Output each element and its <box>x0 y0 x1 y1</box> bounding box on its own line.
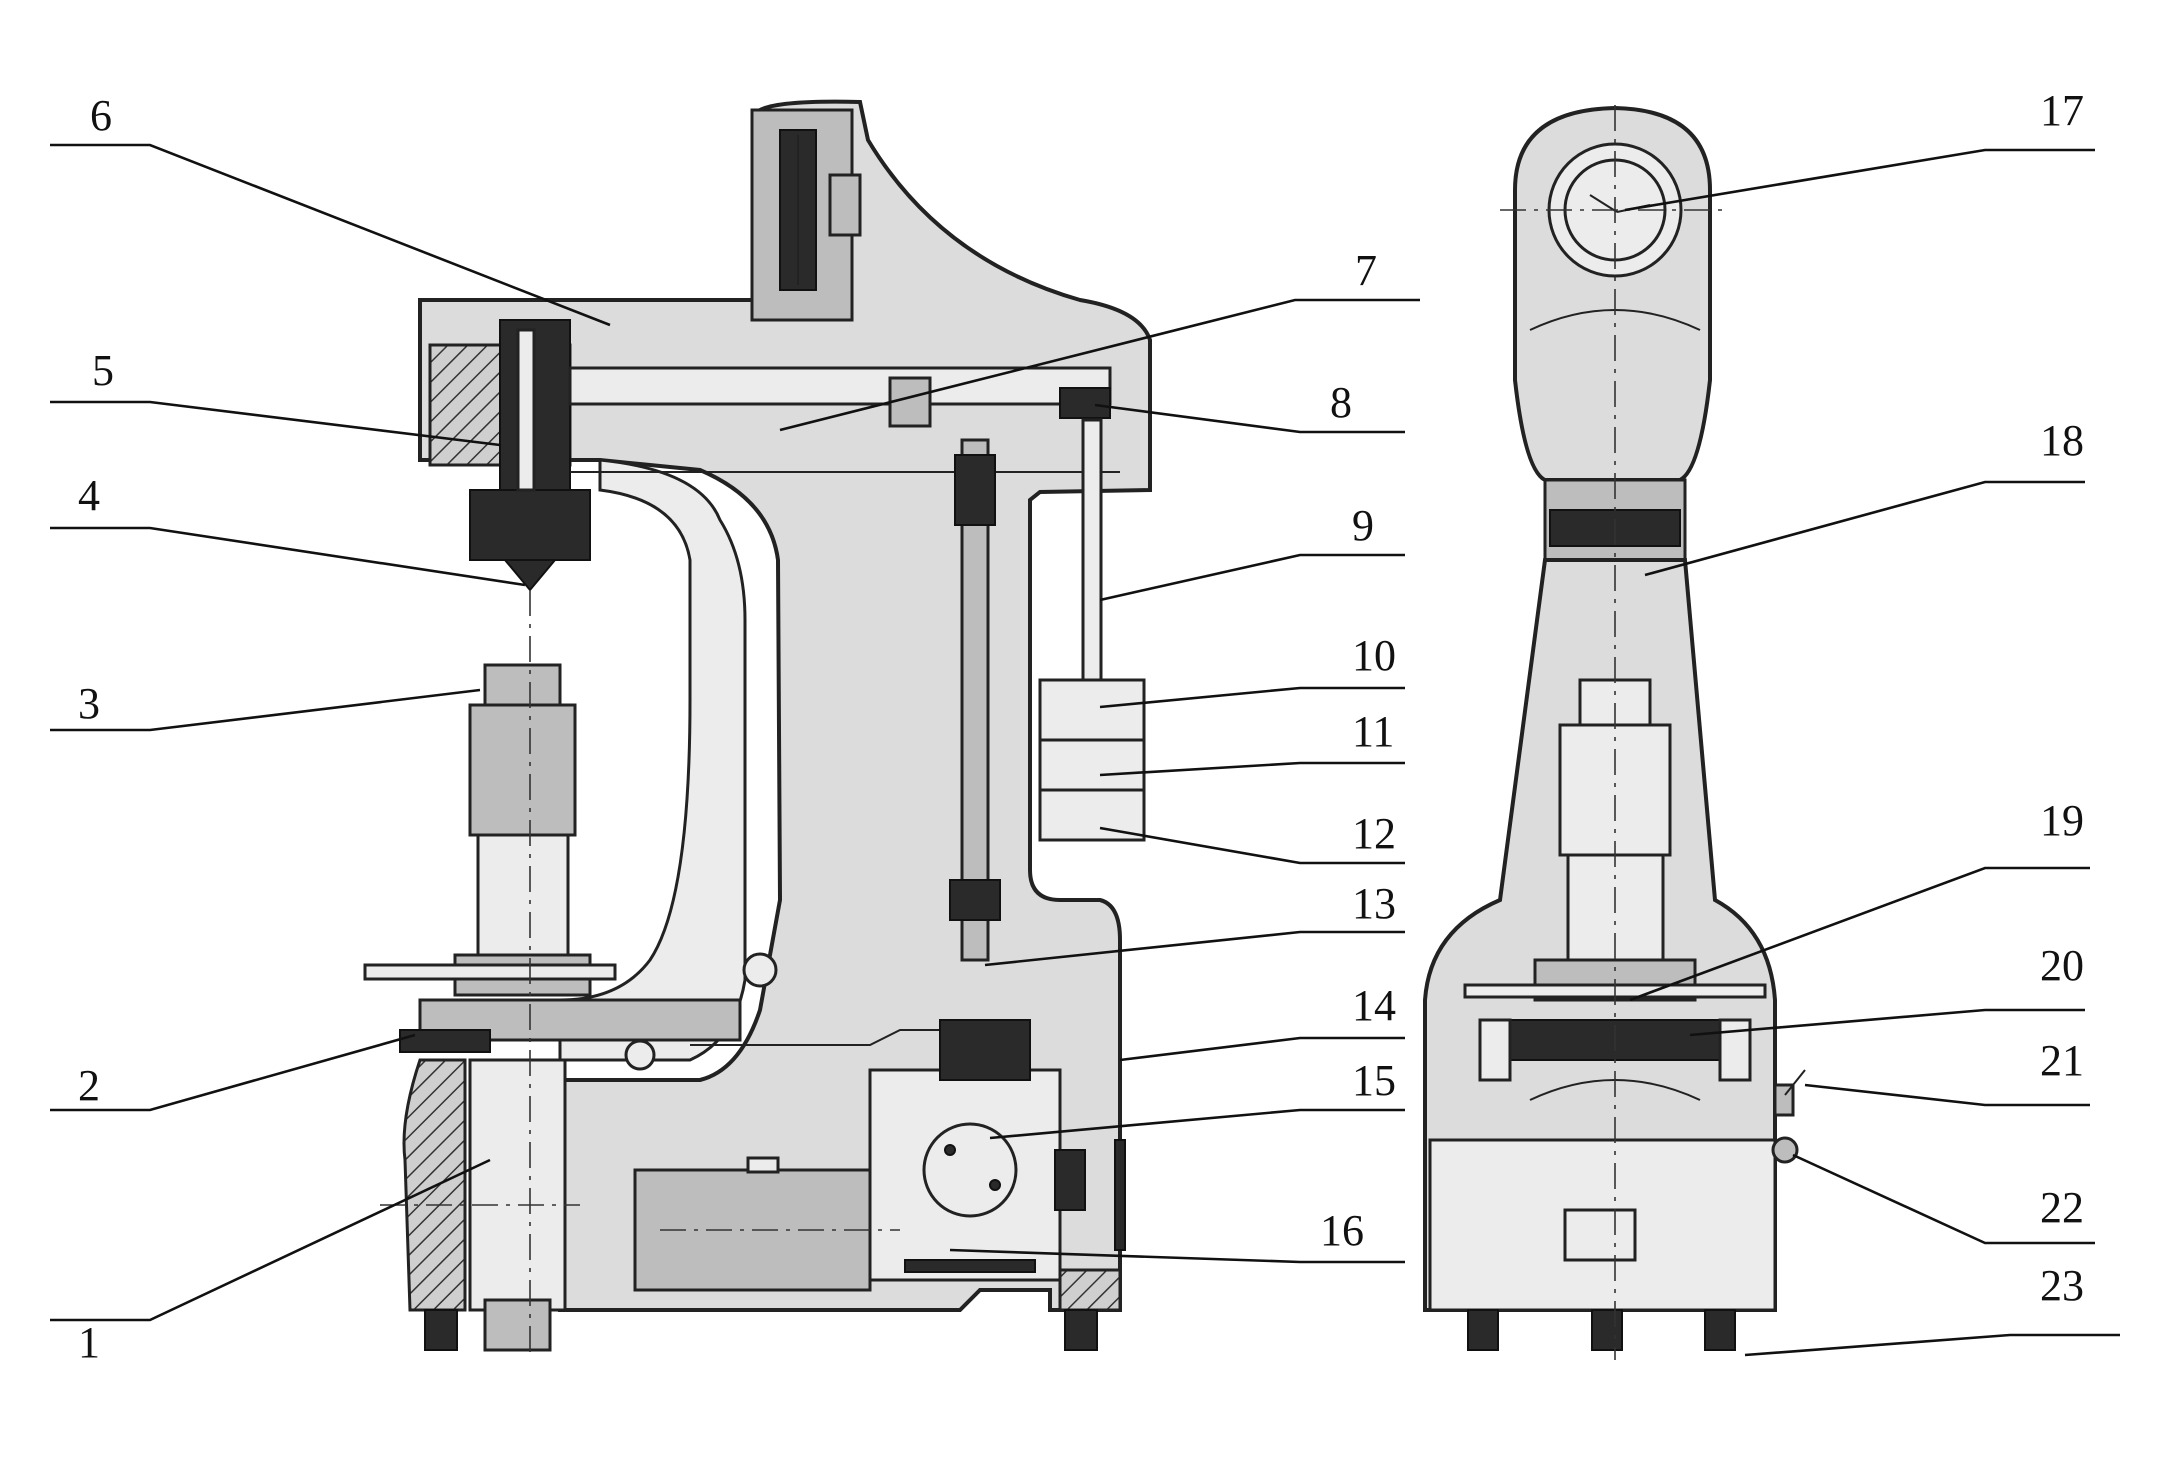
callout-5: 5 <box>92 346 114 395</box>
front-screw-upper <box>1558 723 1672 857</box>
callout-4: 4 <box>78 471 100 520</box>
leader-2 <box>50 1033 416 1112</box>
leader-17 <box>1624 148 2095 212</box>
callout-23: 23 <box>2040 1261 2084 1310</box>
leader-lines <box>50 143 2120 1357</box>
lever-pivot <box>1059 387 1111 419</box>
leader-15 <box>989 1108 1405 1140</box>
callout-7: 7 <box>1355 246 1377 295</box>
lifting-screw-lower <box>476 833 570 957</box>
leader-4 <box>50 526 526 587</box>
callout-19: 19 <box>2040 796 2084 845</box>
indenter-tip <box>502 559 558 592</box>
callout-12: 12 <box>1352 809 1396 858</box>
foot-right <box>1064 1309 1098 1351</box>
callout-18: 18 <box>2040 416 2084 465</box>
leader-12 <box>1099 826 1405 865</box>
handwheel <box>363 963 617 981</box>
callout-21: 21 <box>2040 1036 2084 1085</box>
lever-joint <box>888 376 932 428</box>
side-knob <box>1771 1136 1799 1164</box>
callout-11: 11 <box>1352 707 1394 756</box>
base-wall <box>1058 1268 1122 1312</box>
weight-middle <box>1038 738 1146 792</box>
front-view <box>1423 105 1806 1360</box>
leader-18 <box>1644 480 2085 577</box>
callout-16: 16 <box>1320 1206 1364 1255</box>
callout-17: 17 <box>2040 86 2084 135</box>
front-base <box>1428 1138 1777 1312</box>
front-foot-mid <box>1591 1309 1623 1351</box>
callout-20: 20 <box>2040 941 2084 990</box>
callout-6: 6 <box>90 91 112 140</box>
leader-5 <box>50 400 501 447</box>
leader-23 <box>1744 1333 2120 1357</box>
callout-10: 10 <box>1352 631 1396 680</box>
leader-21 <box>1804 1083 2090 1107</box>
leader-1 <box>50 1158 491 1322</box>
name-plate <box>1563 1208 1637 1262</box>
leader-8 <box>1094 403 1405 434</box>
leader-7 <box>779 298 1420 432</box>
foot-left <box>424 1309 458 1351</box>
callout-14: 14 <box>1352 981 1396 1030</box>
callout-2: 2 <box>78 1061 100 1110</box>
leader-19 <box>1629 866 2090 1002</box>
anvil <box>483 663 562 707</box>
leader-10 <box>1099 686 1405 709</box>
main-lever <box>568 366 1112 406</box>
leader-6 <box>50 143 611 327</box>
leader-9 <box>1099 553 1405 602</box>
front-foot-left <box>1467 1309 1499 1351</box>
spindle-nose <box>469 489 591 561</box>
gear-bracket <box>939 1019 1031 1081</box>
callout-3: 3 <box>78 679 100 728</box>
callout-9: 9 <box>1352 501 1374 550</box>
loading-plate <box>418 998 742 1042</box>
leader-14 <box>1119 1036 1405 1062</box>
leader-3 <box>50 688 481 732</box>
hanger-rod <box>1081 418 1103 682</box>
callout-1: 1 <box>78 1318 100 1367</box>
leader-20 <box>1689 1008 2085 1037</box>
damper-rod <box>960 438 990 962</box>
leader-16 <box>949 1248 1405 1264</box>
callout-15: 15 <box>1352 1056 1396 1105</box>
callout-22: 22 <box>2040 1183 2084 1232</box>
tower-bracket <box>828 173 862 237</box>
leader-22 <box>1792 1153 2095 1245</box>
lever-handle <box>1773 1083 1795 1117</box>
leader-11 <box>1099 761 1405 777</box>
lifting-screw-shaft <box>468 1058 567 1312</box>
leader-13 <box>984 930 1405 967</box>
callout-13: 13 <box>1352 879 1396 928</box>
weight-upper <box>1038 678 1146 742</box>
callout-labels: 1 2 3 4 5 6 7 8 9 10 11 12 13 14 15 16 1… <box>78 86 2084 1367</box>
callout-8: 8 <box>1330 378 1352 427</box>
front-foot-right <box>1704 1309 1736 1351</box>
lifting-screw-upper <box>468 703 577 837</box>
side-section-view <box>363 99 1152 1360</box>
